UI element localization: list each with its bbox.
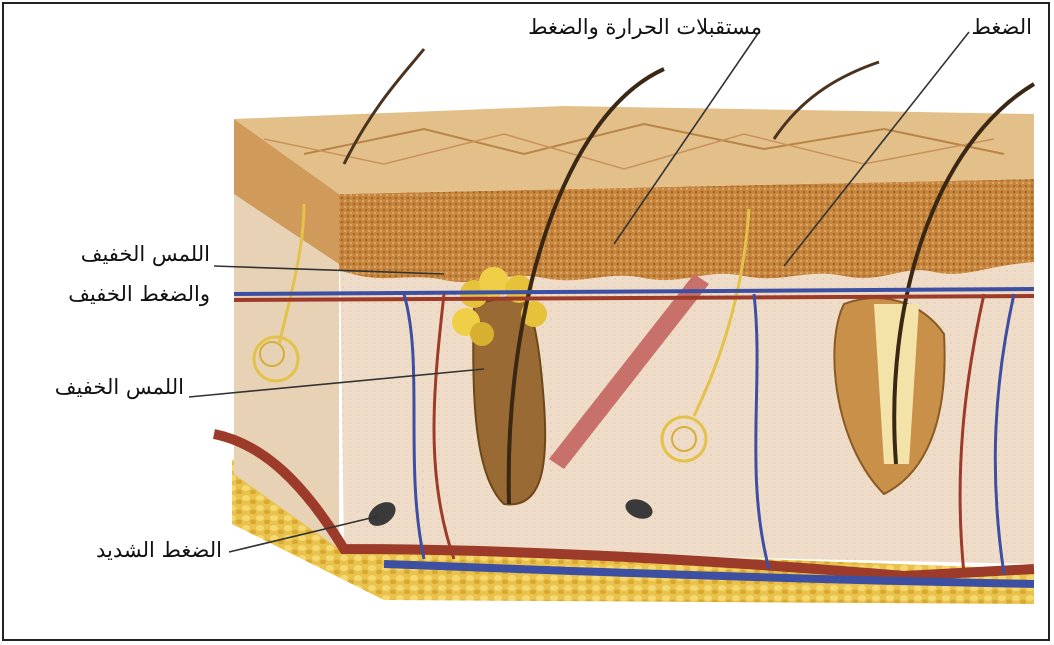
label-pressure: الضغط xyxy=(971,14,1032,41)
skin-block-side-face xyxy=(234,119,339,549)
epidermis-layer xyxy=(339,179,1034,282)
skin-surface-top xyxy=(234,106,1034,194)
label-light-touch-light-pressure-line2: والضغط الخفيف xyxy=(68,281,210,308)
label-deep-pressure: الضغط الشديد xyxy=(96,537,222,564)
label-light-touch: اللمس الخفيف xyxy=(55,374,184,401)
label-heat-pressure-receptors: مستقبلات الحرارة والضغط xyxy=(528,14,762,41)
label-light-touch-light-pressure-line1: اللمس الخفيف xyxy=(81,241,210,268)
